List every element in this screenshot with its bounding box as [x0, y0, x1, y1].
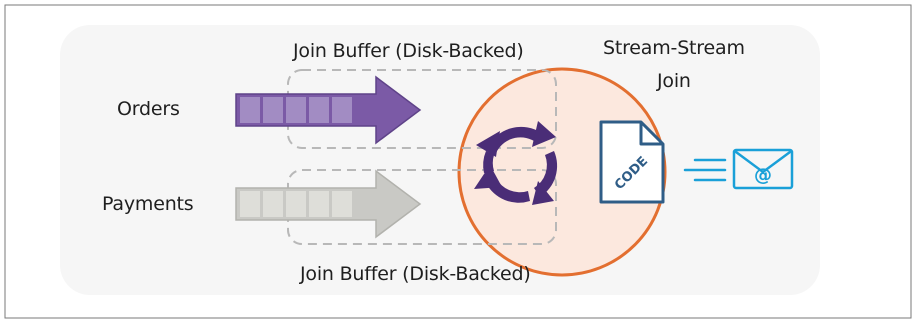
email-at-symbol: @	[754, 165, 772, 186]
email-icon	[732, 148, 794, 190]
join-buffer-top-label: Join Buffer (Disk-Backed)	[293, 40, 524, 62]
orders-label: Orders	[117, 98, 180, 120]
title-line-2: Join	[657, 70, 691, 92]
payments-label: Payments	[102, 193, 194, 215]
refresh-cycle-icon	[474, 121, 558, 205]
join-buffer-bottom-label: Join Buffer (Disk-Backed)	[300, 263, 531, 285]
email-output	[683, 148, 794, 190]
orders-stream-arrow	[235, 75, 422, 145]
frame-border	[4, 4, 912, 319]
join-buffer-bottom	[287, 169, 557, 245]
payments-stream-arrow	[235, 169, 422, 239]
title-line-1: Stream-Stream	[603, 37, 745, 59]
code-document-icon: CODE	[599, 120, 665, 204]
